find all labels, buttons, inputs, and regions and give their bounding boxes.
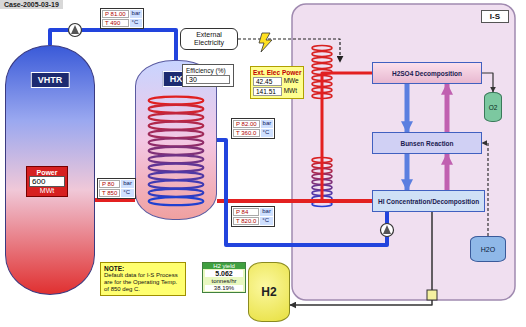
process-box: Bunsen Reaction: [372, 132, 482, 154]
coil-turn: [312, 46, 332, 51]
efficiency-input: Efficiency (%)30: [182, 64, 234, 87]
coil-turn: [149, 197, 204, 205]
valve-body: [427, 290, 437, 300]
circulator-mark: [71, 25, 79, 34]
value-field: 38.19%: [205, 285, 243, 291]
state-field: bar: [260, 208, 273, 216]
input-field: 30: [186, 75, 230, 84]
is-process-region: I-S H2SO4 DecompositionBunsen Reaction HI …: [292, 4, 515, 300]
value-field: 5.062: [205, 270, 243, 277]
coil-turn: [149, 147, 204, 155]
coil-turn: [312, 64, 332, 69]
flow-arrow: [405, 154, 410, 190]
state-box: P 84barT 820.0°C: [231, 206, 275, 227]
process-box: H2SO4 Decomposition: [372, 62, 482, 84]
circulator-body: [69, 24, 82, 37]
note-text: Default data for I-S Process are for the…: [104, 272, 182, 293]
state-field: T 820.0: [233, 217, 259, 225]
pump-mark: [383, 225, 391, 234]
state-field: °C: [121, 189, 134, 197]
pump-symbol: [381, 224, 394, 237]
state-field: T 490: [102, 19, 129, 27]
coil-turn: [149, 189, 204, 197]
coil-turn: [149, 172, 204, 180]
state-field: P 80: [99, 180, 120, 188]
coil-turn: [149, 164, 204, 172]
coil-turn: [149, 130, 204, 138]
hot-pipe: [217, 73, 372, 201]
water-tank: H2O: [470, 236, 506, 262]
process-box: HI Concentration/Decomposition: [372, 190, 485, 212]
power-field: MWt: [40, 187, 54, 194]
lightning-bolt: [259, 33, 272, 52]
note-text: NOTE:: [104, 265, 182, 272]
region-label: I-S: [481, 10, 509, 23]
power-line: [238, 39, 340, 62]
coil-turn: [149, 180, 204, 188]
coil-turn: [149, 97, 204, 105]
state-box: P 82.00barT 360.0°C: [231, 118, 275, 139]
oxygen-tank: O2: [484, 92, 502, 122]
state-box: P 81.00barT 490°C: [100, 8, 144, 29]
external-electricity-box: External Electricity: [180, 28, 238, 50]
tank-label: H2O: [481, 246, 495, 253]
value-field: MWt: [284, 87, 302, 96]
value-field: MWe: [284, 77, 302, 86]
yield-panel: H2 yield5.062tonnes/hr38.19%: [202, 262, 246, 293]
flow-arrow: [405, 84, 410, 132]
state-field: T 360.0: [233, 129, 260, 137]
process-label: HI Concentration/Decomposition: [378, 198, 479, 205]
valve-symbol: [427, 290, 437, 300]
state-field: bar: [261, 120, 274, 128]
value-field: tonnes/hr: [203, 278, 245, 284]
state-field: P 84: [233, 208, 259, 216]
process-label: H2SO4 Decomposition: [392, 70, 462, 77]
coil-turn: [149, 113, 204, 121]
hydrogen-tank: H2: [248, 262, 290, 322]
power-field: 600: [29, 176, 65, 187]
is-plant-region: [292, 4, 515, 300]
state-field: bar: [130, 10, 143, 18]
reactor-vessel: VHTR Power600MWt: [5, 45, 95, 295]
product-line: [290, 212, 432, 305]
coil-turn: [149, 105, 204, 113]
flow-arrow: [445, 154, 450, 190]
power-field: Power: [36, 169, 57, 176]
state-field: P 81.00: [102, 10, 129, 18]
box-label: External Electricity: [185, 31, 233, 47]
coil-turn: [149, 122, 204, 130]
state-box: P 80barT 850°C: [97, 178, 136, 199]
coil-turn: [312, 52, 332, 57]
state-field: P 82.00: [233, 120, 260, 128]
value-field: 42.45: [253, 77, 282, 86]
vessel-label: VHTR: [31, 72, 70, 88]
flow-arrow: [445, 84, 450, 132]
value-field: 141.51: [253, 87, 282, 96]
pump-body: [381, 224, 394, 237]
circulator-symbol: [69, 24, 82, 37]
input-field: Efficiency (%): [186, 67, 226, 74]
product-line: [482, 73, 493, 92]
coil-turn: [149, 155, 204, 163]
tank-label: O2: [489, 104, 498, 111]
value-field: H2 yield: [203, 263, 245, 269]
coil-turn: [312, 58, 332, 63]
power-panel: Power600MWt: [26, 166, 68, 197]
state-field: °C: [261, 129, 274, 137]
tank-label: H2: [261, 285, 276, 299]
cold-pipe: [217, 140, 387, 245]
note-box: NOTE:Default data for I-S Process are fo…: [100, 262, 186, 296]
state-field: T 850: [99, 189, 120, 197]
state-field: °C: [130, 19, 143, 27]
process-label: Bunsen Reaction: [400, 140, 453, 147]
elec-power-panel: Ext. Elec Power42.45MWe141.51MWt: [250, 66, 304, 99]
case-title: Case-2005-03-19: [0, 0, 63, 9]
coil-turn: [149, 139, 204, 147]
state-field: °C: [260, 217, 273, 225]
state-field: bar: [121, 180, 134, 188]
value-field: Ext. Elec Power: [253, 69, 301, 76]
